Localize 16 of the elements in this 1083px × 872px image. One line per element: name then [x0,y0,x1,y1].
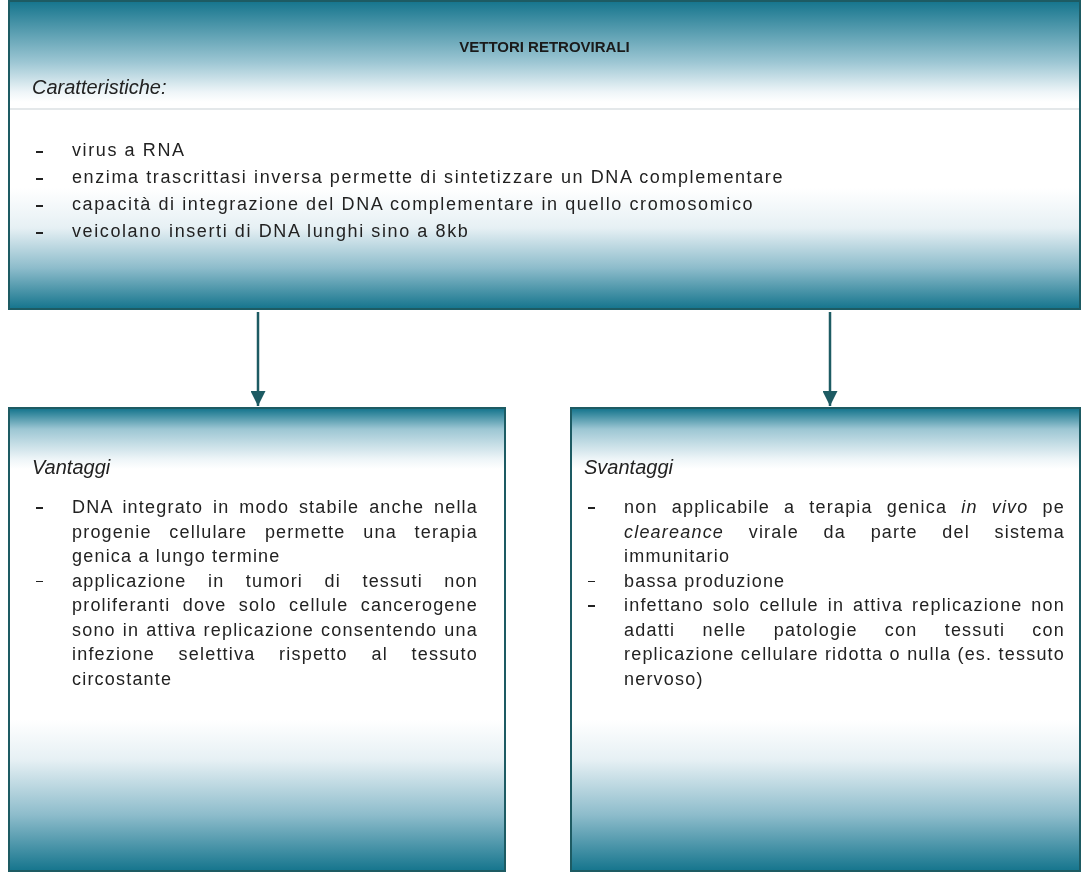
arrow [250,312,266,406]
section-heading: Svantaggi [584,456,673,479]
gradient-box [8,0,1081,310]
section-heading: Vantaggi [32,456,111,479]
bullet-item: virus a RNA [32,137,1059,164]
gradient-box [8,407,506,872]
bullet-item: veicolano inserti di DNA lunghi sino a 8kb [32,218,1059,245]
bullet-item: infettano solo cellule in attiva replicazione non adatti nelle patologie con tessuti con replicazione cellulare ridotta o nulla (es. tessuto nervoso) [584,593,1065,691]
section-heading: Caratteristiche: [32,76,167,99]
gradient-box [570,407,1081,872]
bullet-item: enzima trascrittasi inversa permette di sintetizzare un DNA complementare [32,164,1059,191]
bullet-item: capacità di integrazione del DNA complementare in quello cromosomico [32,191,1059,218]
arrow [822,312,838,406]
bullet-item: applicazione in tumori di tessuti non proliferanti dove solo cellule cancerogene sono in attiva replicazione consentendo una infezione selettiva rispetto al tessuto circostante [32,568,478,691]
box-title: VETTORI RETROVIRALI [458,38,631,55]
bullet-item: bassa produzione [584,568,1065,593]
